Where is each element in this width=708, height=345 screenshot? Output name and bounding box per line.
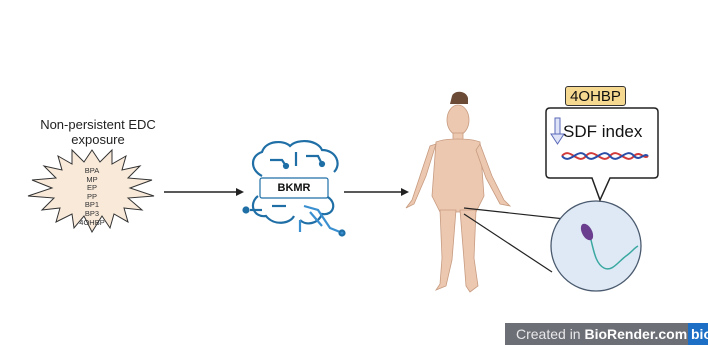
pointer-line-lower <box>464 214 552 272</box>
exposure-title-line-1: Non-persistent EDC <box>18 117 178 132</box>
model-label: BKMR <box>262 180 326 196</box>
compound-item: 4OHBP <box>62 219 122 228</box>
exposure-title: Non-persistent EDC exposure <box>18 117 178 147</box>
watermark-brand: BioRender.com <box>584 326 687 342</box>
human-body-icon <box>406 92 510 292</box>
sdf-index-label: SDF index <box>563 122 642 142</box>
marker-label: 4OHBP <box>565 86 626 106</box>
watermark-prefix: Created in <box>516 326 584 342</box>
biorender-watermark[interactable]: Created in BioRender.com bio <box>505 323 708 345</box>
arrowhead-2 <box>401 188 409 196</box>
arrowhead-1 <box>236 188 244 196</box>
biorender-logo-icon: bio <box>688 323 708 345</box>
exposure-title-line-2: exposure <box>18 132 178 147</box>
compound-list: BPA MP EP PP BP1 BP3 4OHBP <box>62 167 122 227</box>
sperm-cell-circle <box>551 201 641 291</box>
pointer-line-upper <box>464 208 574 220</box>
